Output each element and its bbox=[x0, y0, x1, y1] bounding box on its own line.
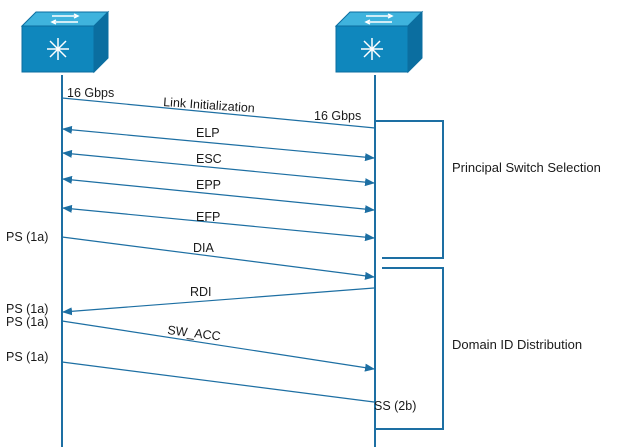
efp-arrow bbox=[62, 204, 375, 242]
ps-ss-line bbox=[61, 361, 375, 403]
sw-acc-label: SW_ACC bbox=[167, 323, 222, 343]
domain-id-distribution-label: Domain ID Distribution bbox=[452, 337, 582, 352]
efp-label: EFP bbox=[196, 210, 220, 224]
ps-label-4: PS (1a) bbox=[6, 350, 48, 364]
rdi-arrow bbox=[62, 287, 375, 316]
ss-label: SS (2b) bbox=[374, 399, 416, 413]
epp-label: EPP bbox=[196, 178, 221, 192]
dia-arrow bbox=[61, 236, 375, 280]
ps-label-1: PS (1a) bbox=[6, 230, 48, 244]
dia-label: DIA bbox=[193, 241, 215, 255]
link-init-label: Link Initialization bbox=[163, 95, 256, 115]
left-speed-label: 16 Gbps bbox=[67, 86, 114, 100]
rdi-label: RDI bbox=[190, 285, 212, 299]
right-switch-icon bbox=[334, 10, 424, 74]
left-switch-icon bbox=[20, 10, 110, 74]
link-init-line bbox=[61, 97, 376, 129]
domain-id-bracket bbox=[376, 267, 444, 430]
right-speed-label: 16 Gbps bbox=[314, 109, 361, 123]
elp-label: ELP bbox=[196, 126, 220, 140]
esc-label: ESC bbox=[196, 152, 222, 166]
principal-switch-bracket bbox=[376, 120, 444, 259]
sw-acc-arrow bbox=[61, 320, 375, 372]
epp-arrow bbox=[62, 175, 375, 214]
ps-label-3: PS (1a) bbox=[6, 315, 48, 329]
principal-switch-selection-label: Principal Switch Selection bbox=[452, 160, 601, 175]
ps-label-2: PS (1a) bbox=[6, 302, 48, 316]
